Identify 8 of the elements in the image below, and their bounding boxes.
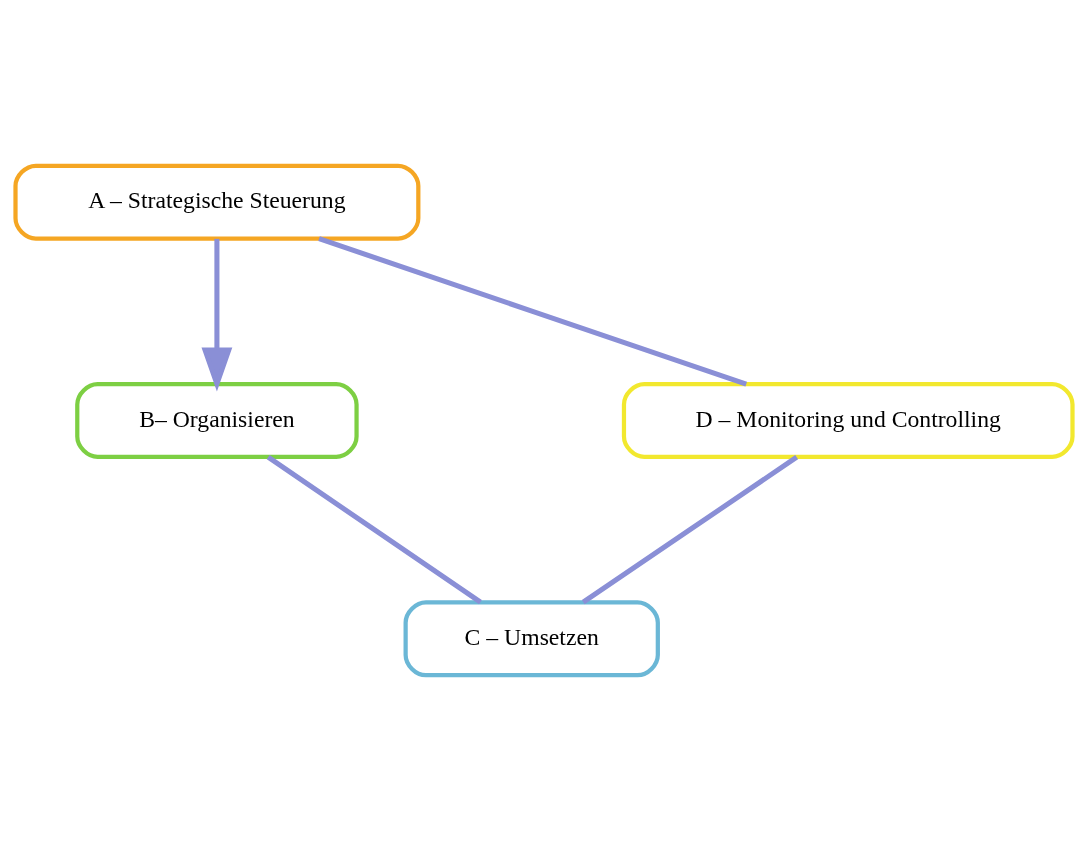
node-box: D – Monitoring und Controlling	[621, 382, 1075, 459]
connector	[266, 455, 482, 605]
node-box: B– Organisieren	[75, 382, 359, 459]
connector	[581, 455, 799, 605]
node-box: C – Umsetzen	[403, 600, 660, 678]
node-box: A – Strategische Steuerung	[13, 163, 421, 241]
arrow	[201, 238, 233, 392]
connector	[318, 236, 748, 387]
